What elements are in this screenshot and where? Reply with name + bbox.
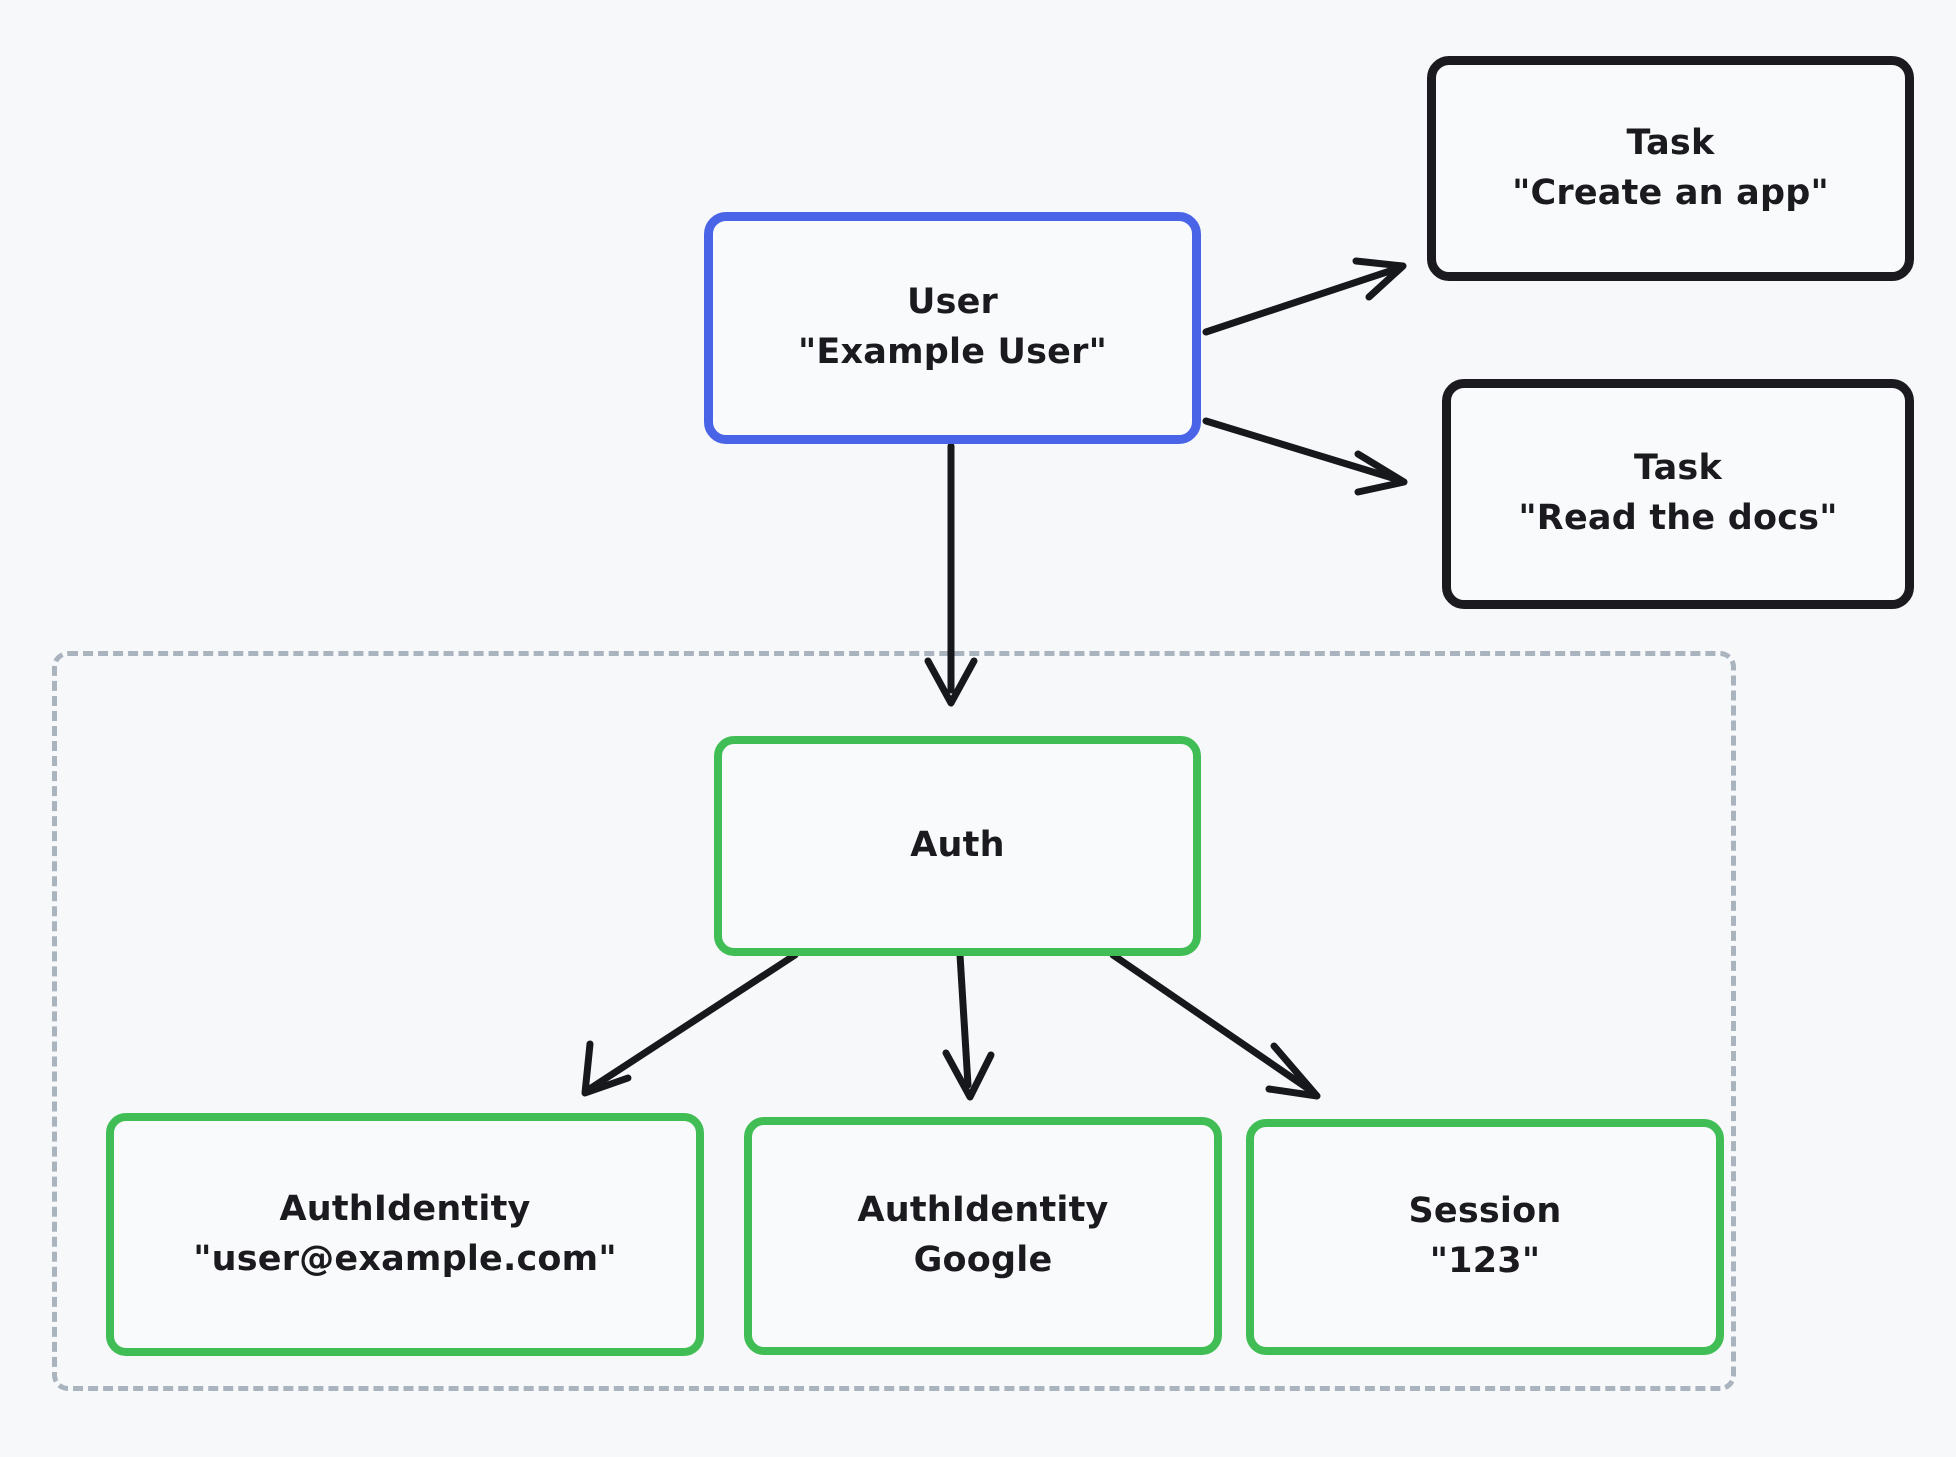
node-session[interactable]: Session "123" <box>1246 1119 1724 1355</box>
node-task-read-docs[interactable]: Task "Read the docs" <box>1442 379 1914 609</box>
node-user-type: User <box>906 282 999 323</box>
node-auth-identity-google-type: AuthIdentity <box>857 1190 1109 1231</box>
edge-user-to-task-read-docs <box>1202 417 1408 496</box>
node-auth-identity-google[interactable]: AuthIdentity Google <box>744 1117 1222 1355</box>
node-task-create-app-type: Task <box>1626 122 1715 163</box>
node-task-create-app[interactable]: Task "Create an app" <box>1427 56 1914 281</box>
node-task-create-app-value: "Create an app" <box>1512 172 1829 213</box>
node-auth-type: Auth <box>910 825 1005 866</box>
node-task-read-docs-value: "Read the docs" <box>1518 498 1838 538</box>
node-session-type: Session <box>1408 1191 1562 1232</box>
node-user[interactable]: User "Example User" <box>704 212 1201 444</box>
edge-user-to-task-create-app <box>1202 257 1407 336</box>
node-auth-identity-email-type: AuthIdentity <box>279 1188 531 1229</box>
node-auth-identity-email[interactable]: AuthIdentity "user@example.com" <box>106 1113 704 1356</box>
node-user-value: "Example User" <box>797 332 1108 372</box>
node-auth-identity-email-value: "user@example.com" <box>193 1238 617 1279</box>
node-task-read-docs-type: Task <box>1634 448 1722 489</box>
auth-group-boundary <box>52 651 1736 1391</box>
node-session-value: "123" <box>1429 1241 1541 1281</box>
node-auth[interactable]: Auth <box>714 736 1201 956</box>
node-auth-identity-google-value: Google <box>913 1240 1053 1280</box>
